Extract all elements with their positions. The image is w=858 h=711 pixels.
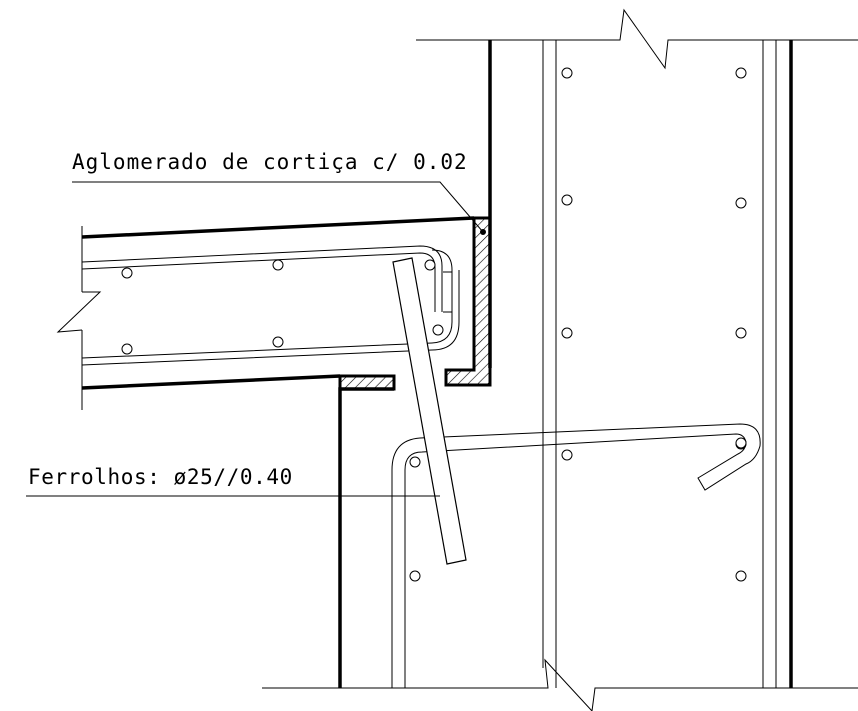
beam-rebar-dots	[121, 259, 444, 355]
cork-joint	[338, 216, 492, 391]
lower-column-rebars	[391, 470, 406, 688]
leader-lines	[26, 181, 486, 497]
column-bottom-break-line	[262, 658, 858, 711]
column-rebar-lines	[542, 40, 777, 688]
dowel-bars-label: Ferrolhos: ø25//0.40	[28, 465, 293, 489]
column-rebar-dots	[409, 67, 747, 582]
hooked-bar	[391, 423, 761, 491]
cork-joint-label: Aglomerado de cortiça c/ 0.02	[72, 150, 468, 174]
beam-rebars	[81, 245, 460, 366]
dowel-bar	[392, 257, 467, 565]
column-top-break-line	[416, 8, 858, 70]
lower-column-left-face	[338, 387, 394, 688]
beam-outline	[56, 216, 475, 410]
